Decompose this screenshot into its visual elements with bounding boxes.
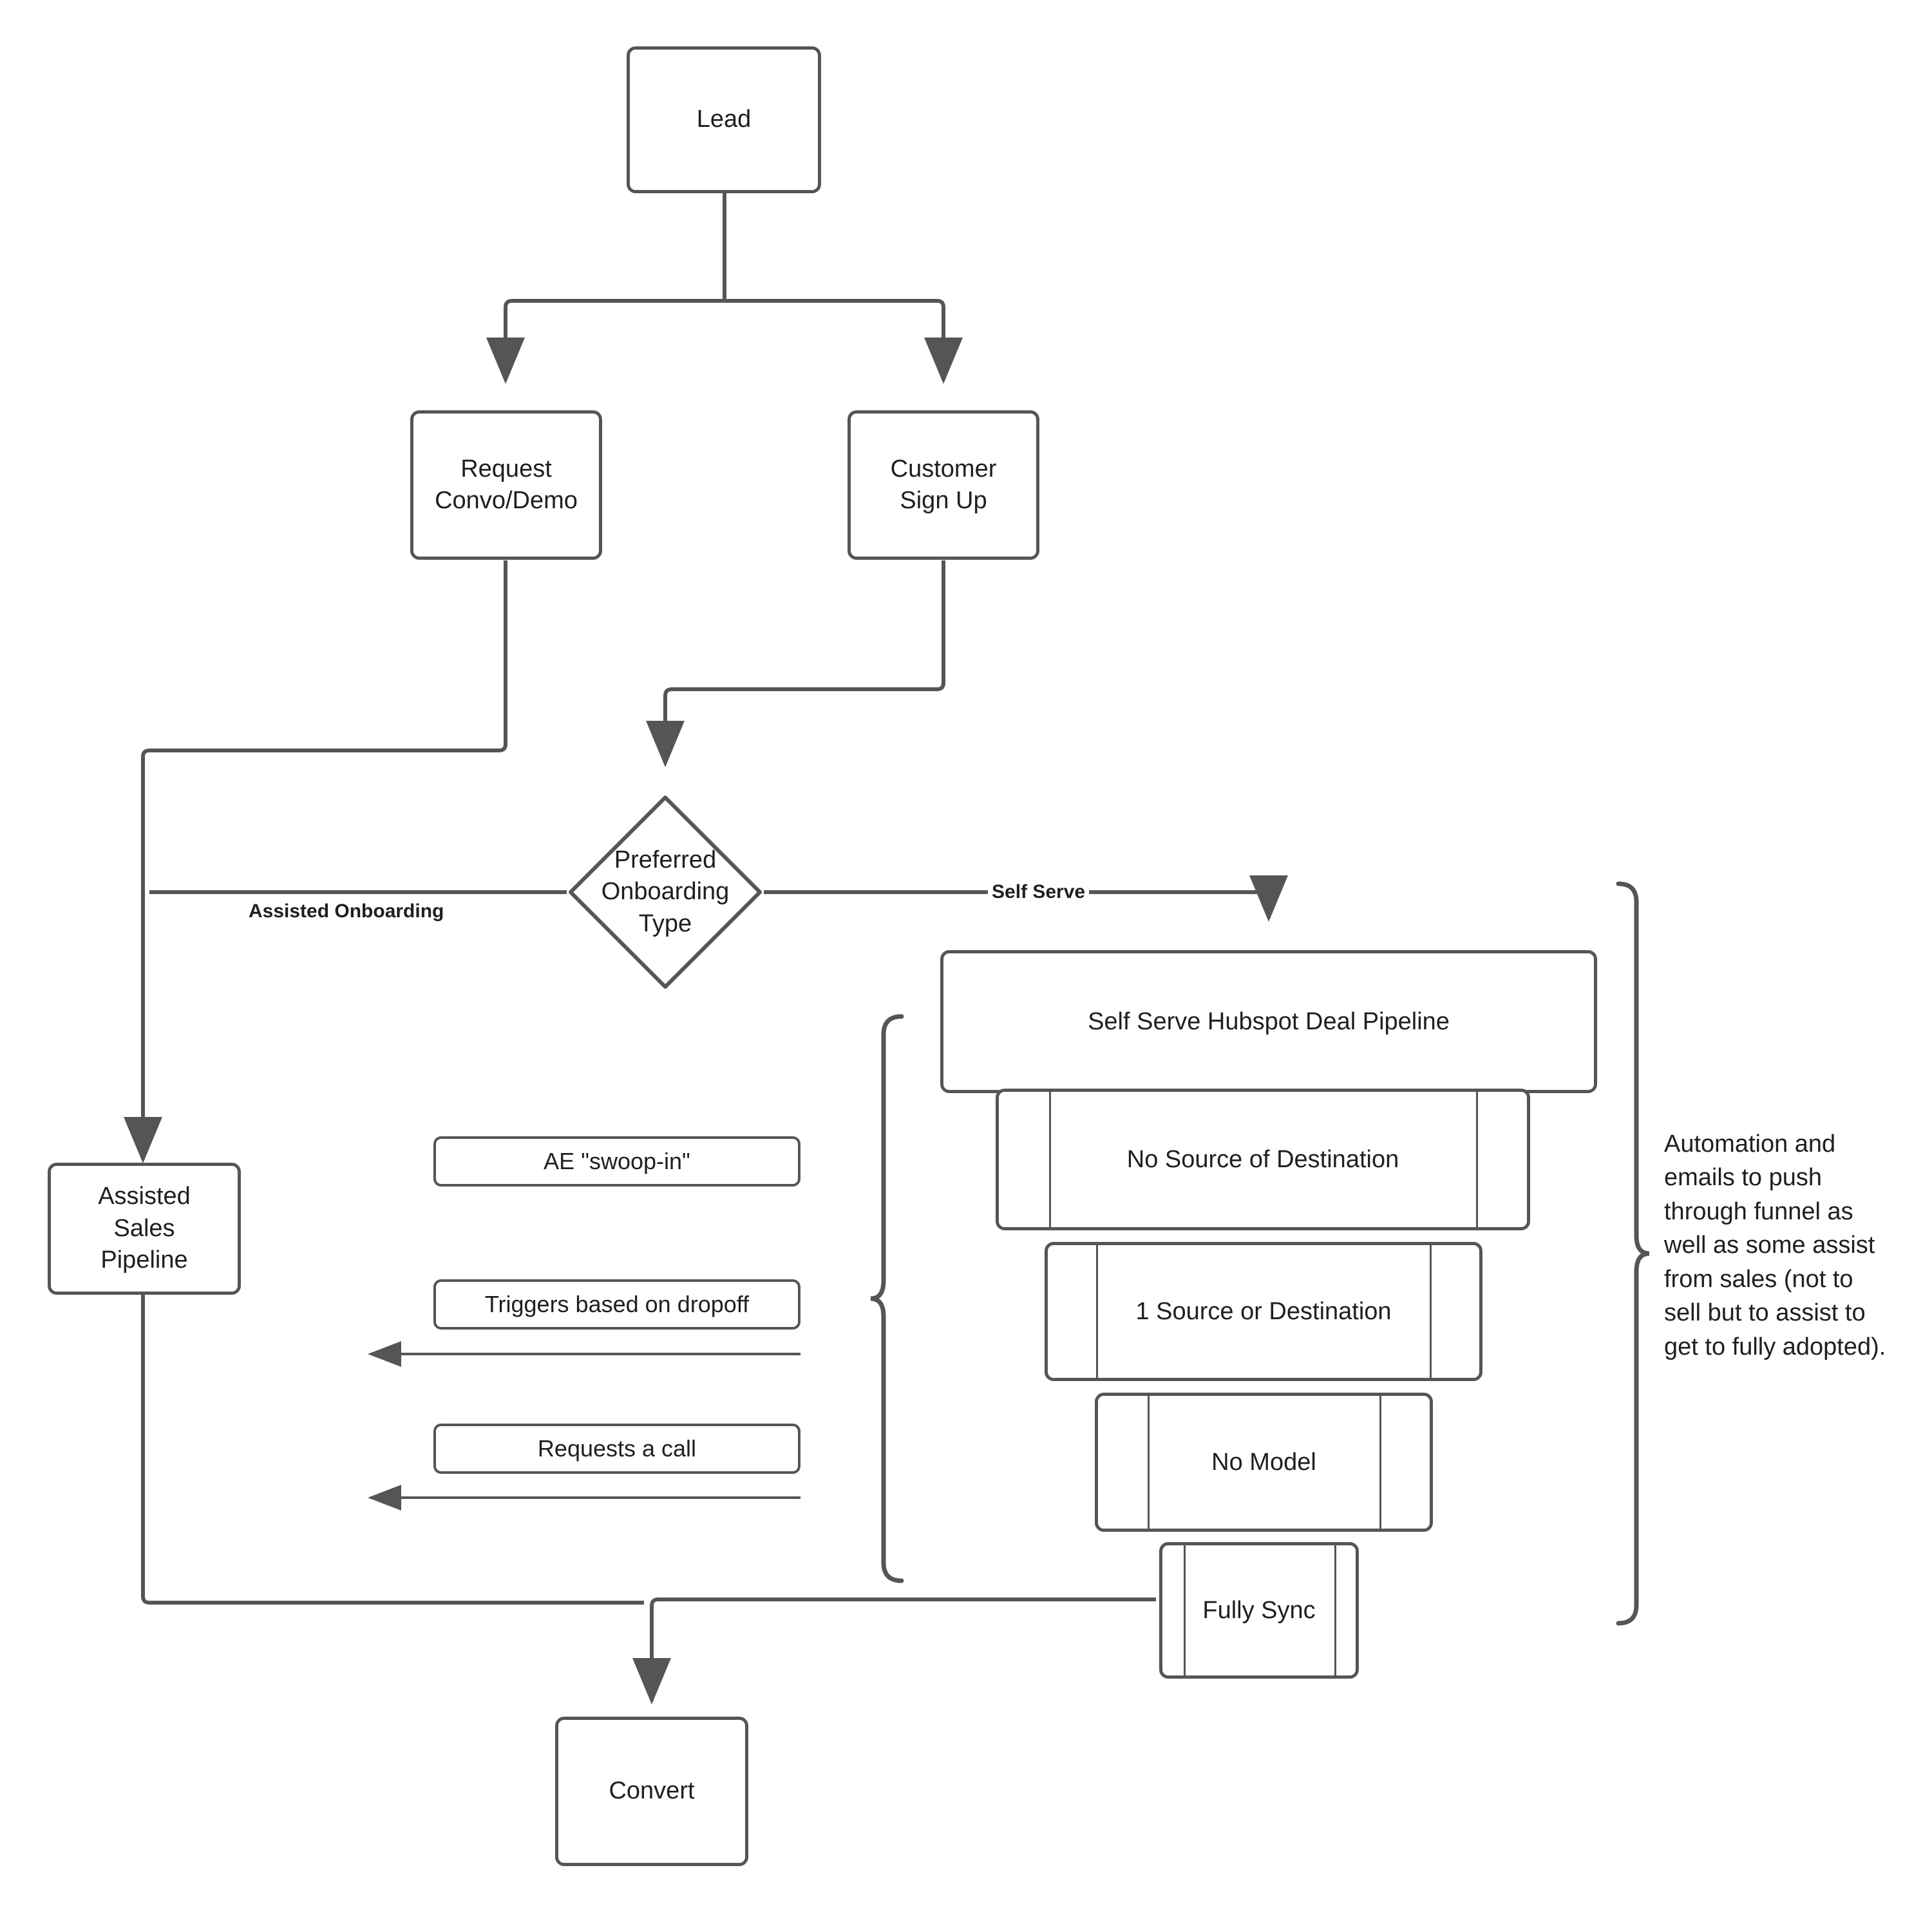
funnel-stage-4-rule-right xyxy=(1379,1395,1381,1530)
diamond-shape xyxy=(569,796,762,989)
funnel-stage-4-rule-left xyxy=(1148,1395,1150,1530)
node-assisted-sales-pipeline[interactable]: Assisted Sales Pipeline xyxy=(48,1163,241,1295)
funnel-stage-5-rule-left xyxy=(1184,1544,1186,1677)
edge-label-self-serve: Self Serve xyxy=(988,881,1090,903)
decision-label: Preferred Onboarding Type xyxy=(601,846,730,937)
note-ae-swoop-in[interactable]: AE "swoop-in" xyxy=(433,1136,800,1187)
node-convert[interactable]: Convert xyxy=(555,1717,748,1866)
edge-label-assisted-onboarding: Assisted Onboarding xyxy=(245,901,448,922)
funnel-stage-1[interactable]: Self Serve Hubspot Deal Pipeline xyxy=(940,950,1597,1093)
funnel-stage-2[interactable]: No Source of Destination xyxy=(996,1089,1530,1230)
funnel-stage-2-rule-left xyxy=(1049,1091,1051,1228)
funnel-stage-2-rule-right xyxy=(1476,1091,1478,1228)
note-triggers-based-on-dropoff[interactable]: Triggers based on dropoff xyxy=(433,1279,800,1330)
note-requests-a-call[interactable]: Requests a call xyxy=(433,1424,800,1474)
funnel-stage-3-rule-left xyxy=(1096,1244,1098,1379)
node-customer-sign-up[interactable]: Customer Sign Up xyxy=(848,410,1039,560)
edge-lead-to-request xyxy=(486,299,724,384)
edge-signup-to-decision xyxy=(646,560,945,767)
brace-funnel-left xyxy=(870,1014,904,1583)
funnel-stage-3-rule-right xyxy=(1430,1244,1432,1379)
funnel-stage-4[interactable]: No Model xyxy=(1095,1393,1433,1532)
funnel-annotation: Automation and emails to push through fu… xyxy=(1664,1130,1886,1360)
edge-fullysync-to-convert xyxy=(632,1598,1156,1704)
funnel-stage-5-rule-right xyxy=(1334,1544,1336,1677)
node-preferred-onboarding-type[interactable]: Preferred Onboarding Type xyxy=(567,794,764,991)
funnel-stage-3[interactable]: 1 Source or Destination xyxy=(1045,1242,1482,1381)
funnel-stage-5[interactable]: Fully Sync xyxy=(1159,1542,1359,1679)
edge-request-to-assisted xyxy=(124,560,507,1163)
node-lead[interactable]: Lead xyxy=(627,46,821,193)
edge-lead-to-signup xyxy=(724,299,963,384)
brace-funnel-right xyxy=(1616,881,1650,1626)
node-request-convo-demo[interactable]: Request Convo/Demo xyxy=(410,410,602,560)
